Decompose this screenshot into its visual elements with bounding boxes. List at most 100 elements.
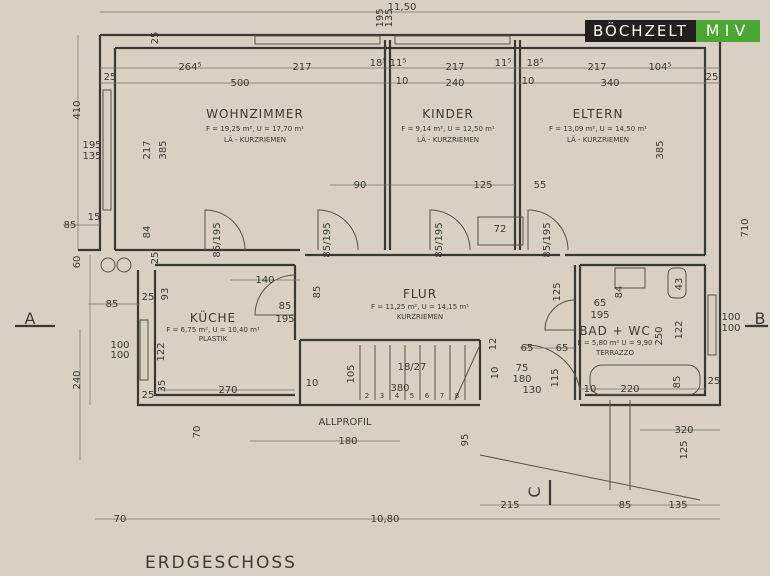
plan-title: ERDGESCHOSS (145, 553, 297, 573)
dimension-label: 217 (445, 62, 464, 73)
section-marks (15, 324, 768, 505)
dimension-label: 180 (338, 436, 357, 447)
dimension-label: 85/195 (542, 222, 553, 257)
dimension-label: 125 (552, 282, 563, 301)
dimension-label: 43 (674, 278, 685, 291)
staircase (359, 344, 481, 401)
room-floor: KURZRIEMEN (397, 313, 443, 321)
room-floor: LÄ - KURZRIEMEN (224, 135, 286, 144)
dimension-label: 100 (110, 340, 129, 351)
room-floor: LÄ - KURZRIEMEN (567, 135, 629, 144)
company-logo: BÖCHZELT MIV (585, 20, 761, 42)
room-name: KINDER (422, 107, 474, 121)
dimension-label: 65 (521, 343, 534, 354)
dimension-label: 10 (522, 76, 535, 87)
door-eltern-2 (527, 209, 569, 251)
stair-step-number: 4 (395, 392, 400, 400)
dimension-label: 100 (721, 312, 740, 323)
dimension-label: 217 (587, 62, 606, 73)
stair-step-number: 2 (365, 392, 369, 400)
dimension-label: 10 (584, 384, 597, 395)
room-floor: TERRAZZO (595, 349, 635, 357)
washbasin (614, 267, 646, 289)
dimension-label: 60 (72, 256, 83, 269)
room-name: WOHNZIMMER (206, 107, 304, 121)
dimension-label: 12 (488, 338, 499, 351)
door-eltern (429, 209, 471, 251)
room-name: KÜCHE (190, 309, 236, 325)
room-name: ELTERN (573, 107, 624, 121)
dimension-label: 385 (655, 140, 666, 159)
exterior-steps (479, 400, 701, 501)
dimension-label: 18⁵ (527, 58, 544, 69)
door-kinder (317, 209, 359, 251)
dimension-label: 195 (82, 140, 101, 151)
stair-step-number: 7 (440, 392, 444, 400)
dimension-label: 25 (706, 72, 719, 83)
stair-step-number: 5 (410, 392, 414, 400)
dimension-label: 65 (556, 343, 569, 354)
chimney-flue (116, 257, 132, 273)
dimension-label: 105 (346, 364, 357, 383)
chimney (477, 216, 524, 246)
dimension-label: 410 (72, 100, 83, 119)
stair-step-number: 3 (380, 392, 384, 400)
dimension-label: 240 (445, 78, 464, 89)
dimension-label: 85/195 (212, 222, 223, 257)
dimension-label: 85 (672, 376, 683, 389)
room-area: F = 6,75 m², U = 10,40 m¹ (166, 326, 260, 334)
dimension-label: 195 (375, 8, 386, 27)
dimension-label: 130 (522, 385, 541, 396)
room-area: F = 19,25 m², U = 17,70 m¹ (206, 125, 304, 133)
dimension-label: 35 (157, 380, 168, 393)
dimension-label: 217 (142, 140, 153, 159)
dimension-label: 25 (150, 252, 161, 265)
dimension-label: 25 (150, 32, 161, 45)
dimension-label: 84 (614, 286, 625, 299)
dimension-label: 385 (158, 140, 169, 159)
dimension-label: 11⁵ (495, 58, 512, 69)
dimension-label: 10 (490, 367, 501, 380)
dimension-label: 18⁵ (370, 58, 387, 69)
dimension-label: 340 (600, 78, 619, 89)
section-c-label: C (525, 486, 544, 497)
room-floor: PLASTIK (199, 335, 228, 343)
dimension-label: 250 (654, 326, 665, 345)
outer-wall (78, 33, 722, 407)
door-bad (544, 299, 576, 331)
dimension-label: 85 (312, 286, 323, 299)
stair-step-number: 6 (425, 392, 430, 400)
dimension-label: 380 (390, 383, 409, 394)
dimension-label: 10,80 (371, 514, 400, 525)
dimension-label: 240 (72, 370, 83, 389)
dimension-label: 15 (88, 212, 101, 223)
dimension-label: 25 (142, 390, 155, 401)
dimension-label: 85 (619, 500, 632, 511)
dimension-label: 84 (142, 226, 153, 239)
window-kinder (394, 35, 511, 45)
chimney-flue (100, 257, 116, 273)
dimension-label: 85 (279, 301, 292, 312)
dimension-label: 140 (255, 275, 274, 286)
room-area: F = 13,09 m², U = 14,50 m¹ (549, 125, 647, 133)
dimension-label: 125 (679, 440, 690, 459)
dimension-label: 264⁵ (178, 62, 201, 73)
dimension-label: 125 (473, 180, 492, 191)
dimension-label: 180 (512, 374, 531, 385)
door-kueche (254, 274, 296, 316)
dimension-label: 215 (500, 500, 519, 511)
dimension-label: 135 (668, 500, 687, 511)
dimension-label: 85/195 (434, 222, 445, 257)
section-b-label: B (755, 309, 766, 328)
logo-brand: BÖCHZELT (585, 20, 696, 42)
dimension-label: 11⁵ (390, 58, 407, 69)
window-wohnzimmer (254, 35, 381, 45)
dimension-label: 104⁵ (648, 62, 671, 73)
dimension-label: 135 (384, 8, 395, 27)
dimension-label: 320 (674, 425, 693, 436)
dimension-label: 710 (740, 218, 751, 237)
interior-walls (115, 40, 705, 400)
